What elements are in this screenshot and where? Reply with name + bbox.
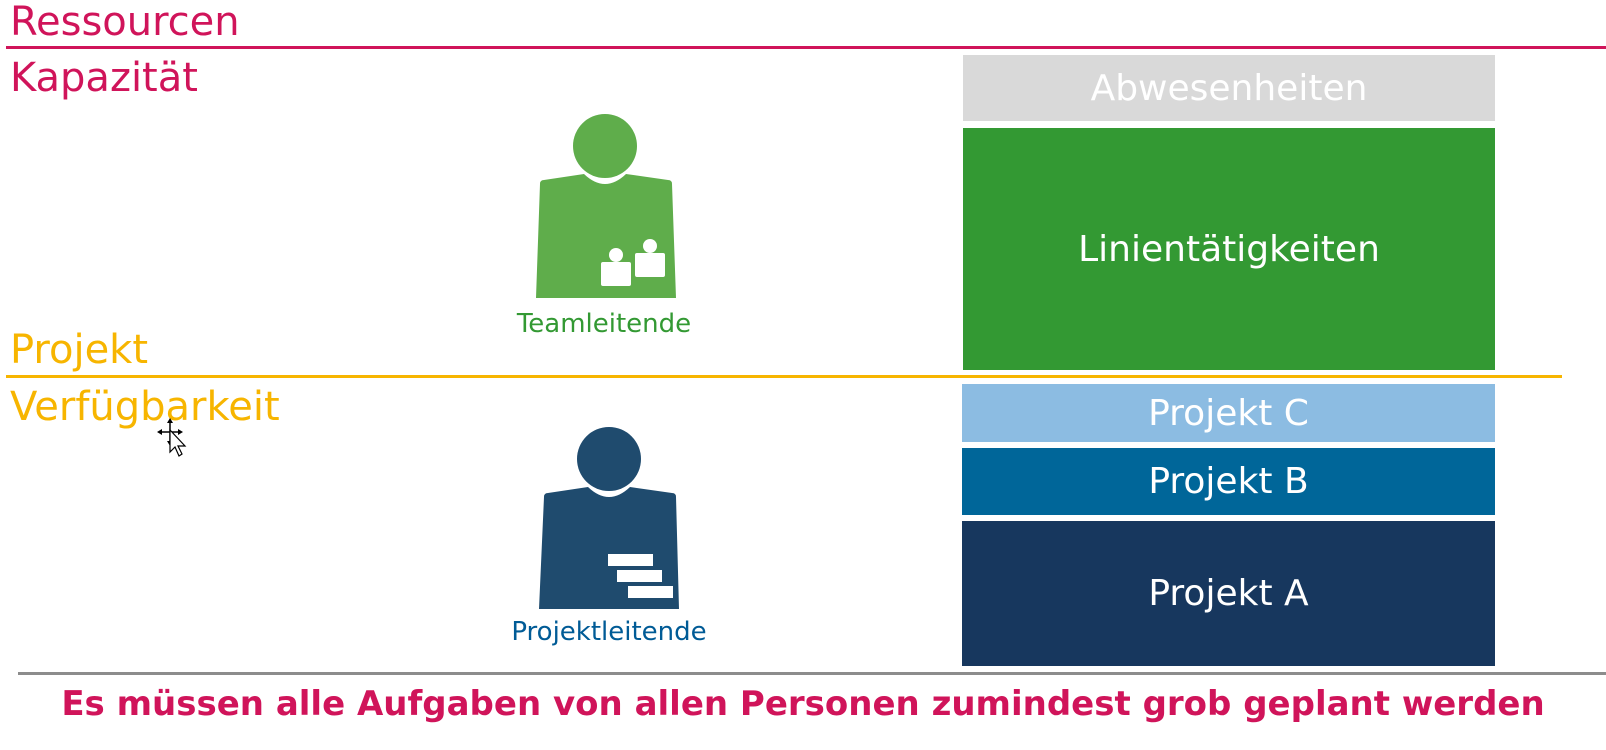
- project-lead-person-icon: [539, 427, 679, 609]
- footer-statement: Es müssen alle Aufgaben von allen Person…: [61, 684, 1545, 724]
- project-divider: [6, 375, 1562, 378]
- heading-kapazitaet: Kapazität: [10, 55, 198, 101]
- team-lead-person-icon: [536, 114, 676, 298]
- team-lead-caption: Teamleitende: [516, 309, 692, 339]
- block-projekt-b: Projekt B: [962, 448, 1495, 515]
- heading-projekt: Projekt: [10, 327, 149, 373]
- block-projekt-a: Projekt A: [962, 521, 1495, 666]
- block-projekt-c: Projekt C: [962, 384, 1495, 442]
- heading-verfuegbarkeit: Verfügbarkeit: [10, 384, 280, 430]
- heading-ressourcen: Ressourcen: [10, 0, 240, 45]
- block-abwesenheiten: Abwesenheiten: [963, 55, 1495, 121]
- footer-divider: [18, 672, 1606, 675]
- project-lead-caption: Projektleitende: [511, 617, 707, 647]
- block-linientaetigkeiten: Linientätigkeiten: [963, 128, 1495, 370]
- move-cursor-icon: [157, 418, 187, 457]
- resources-divider: [6, 46, 1606, 49]
